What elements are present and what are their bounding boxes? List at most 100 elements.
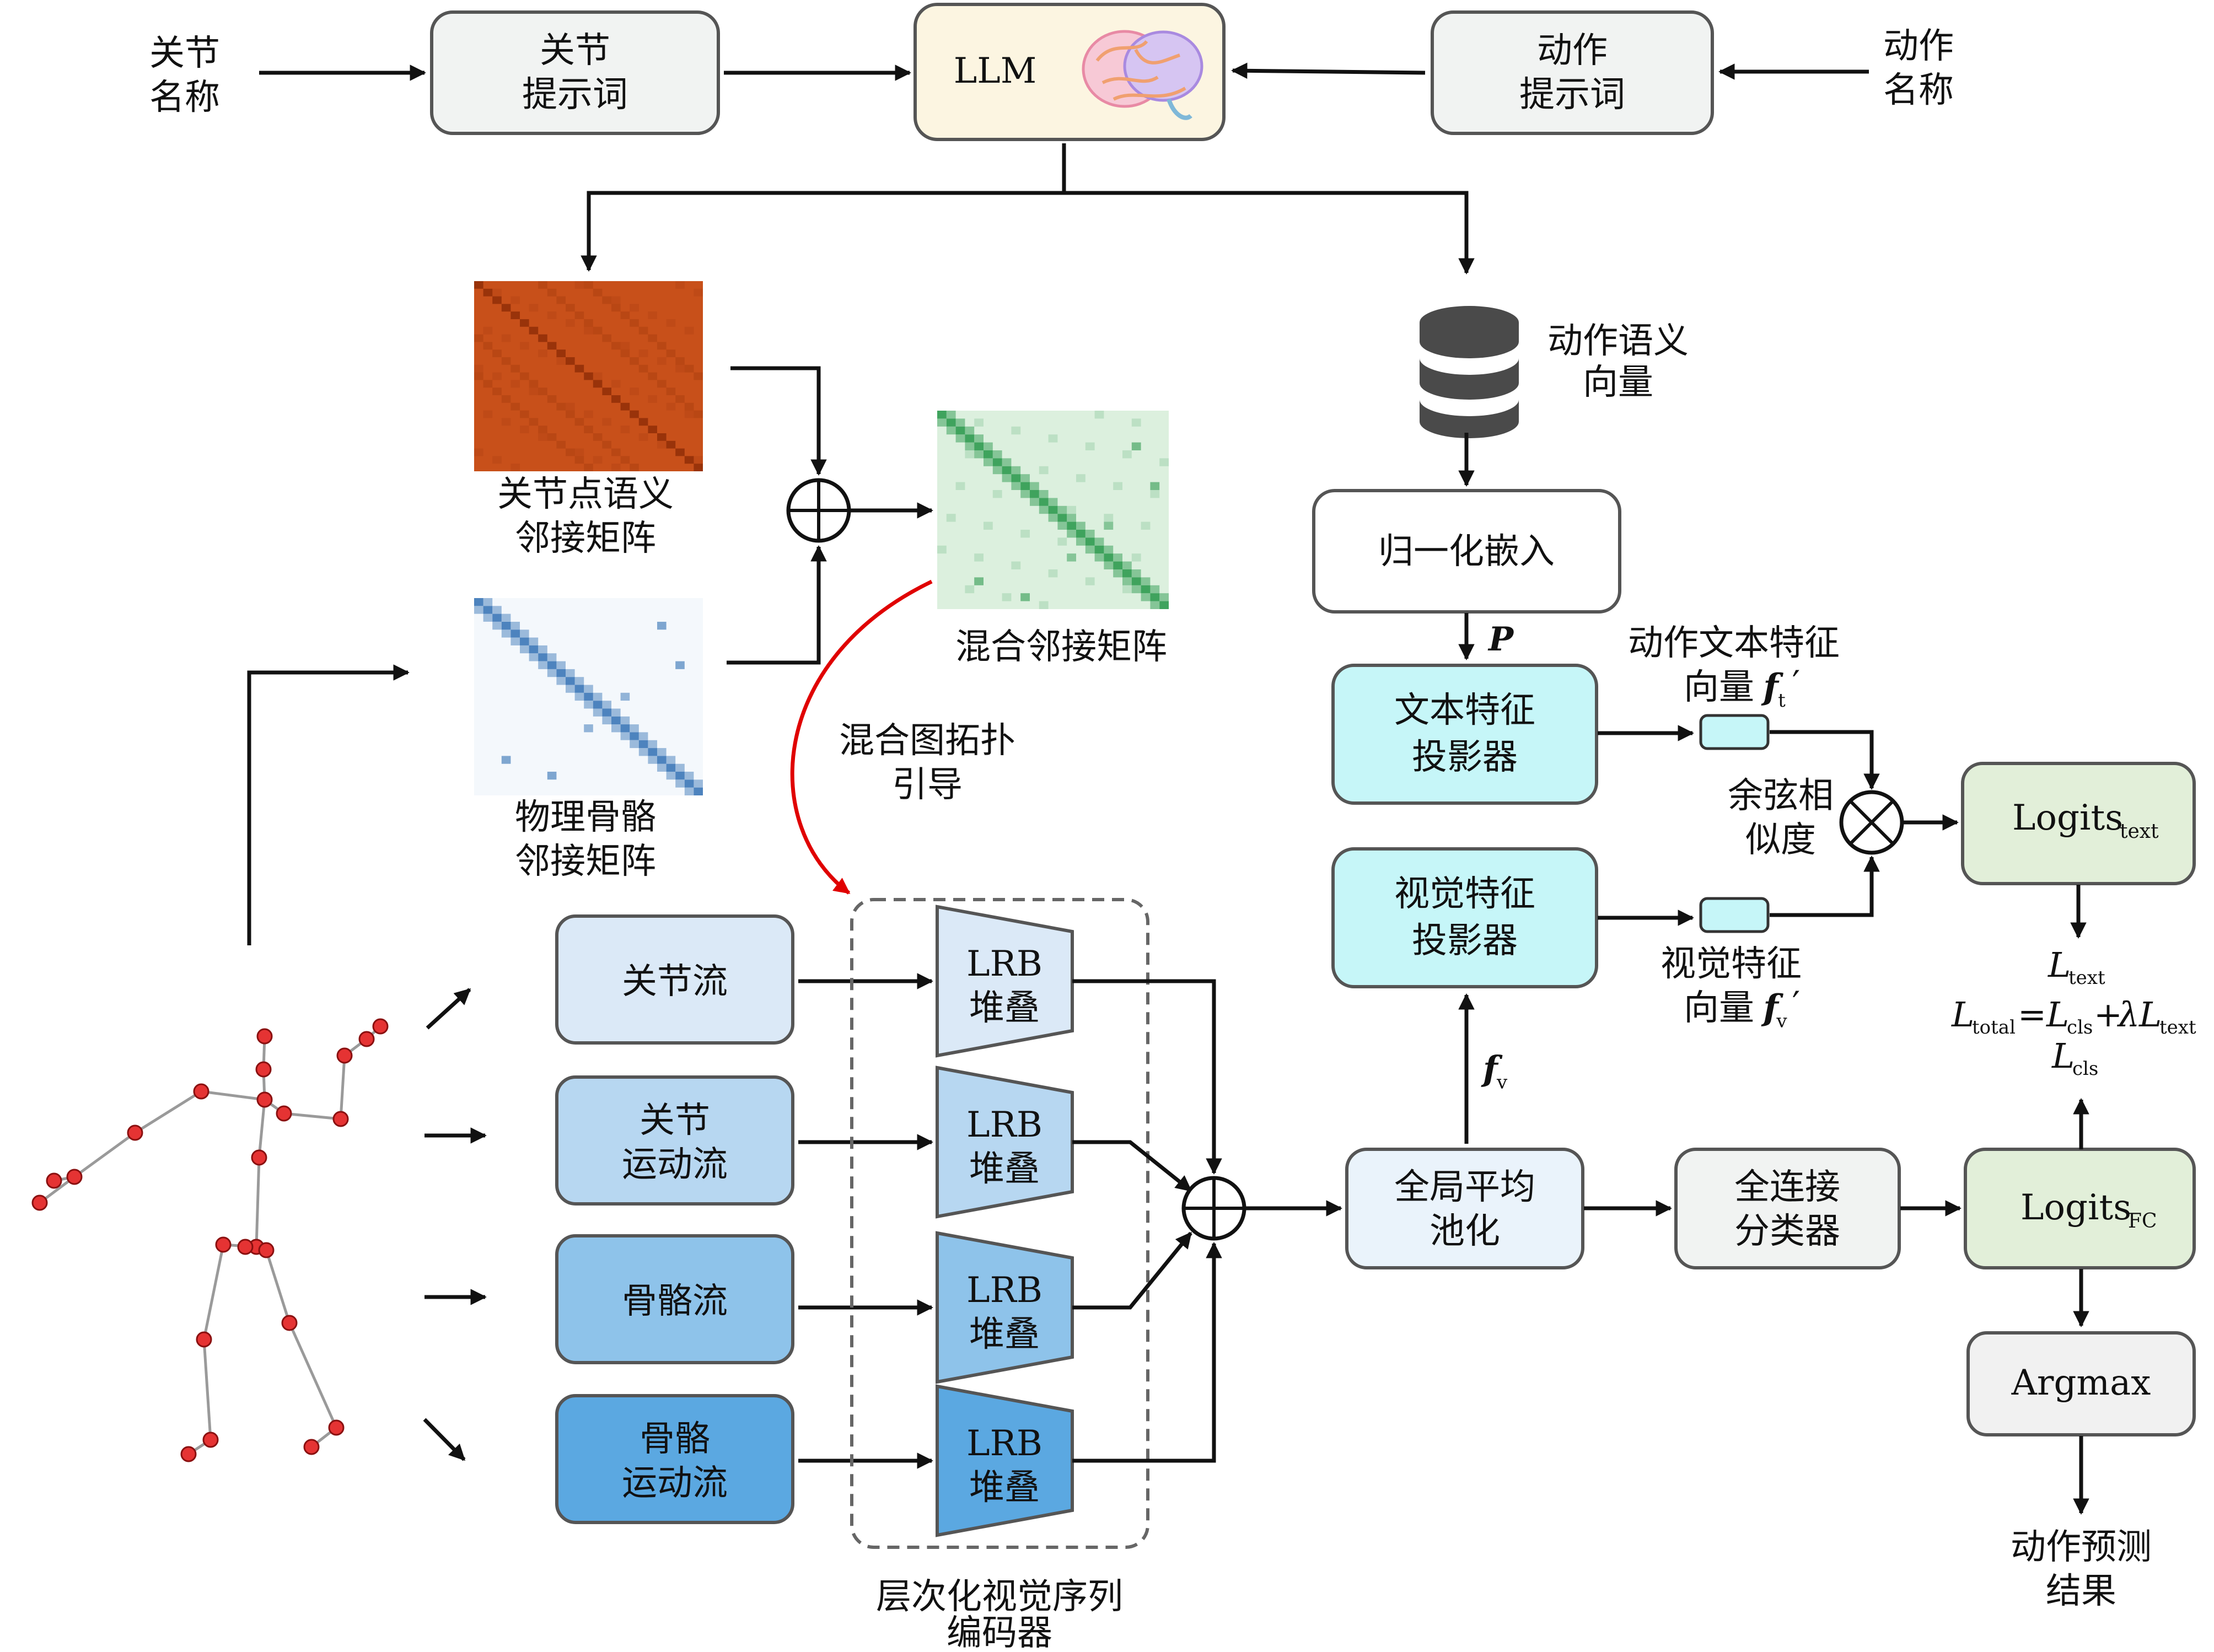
cosine-similarity-label: 余弦相 似度 bbox=[1728, 776, 1834, 860]
logits-fc-label: Logits FC bbox=[2020, 1187, 2157, 1233]
fc-classifier-box bbox=[1674, 1148, 1901, 1269]
svg-text:动作: 动作 bbox=[1883, 26, 1954, 67]
svg-text:全局平均: 全局平均 bbox=[1394, 1167, 1535, 1208]
arrow-llm-to-semantic-vector bbox=[1064, 191, 1475, 275]
stream-box bbox=[555, 914, 794, 1045]
loss-formulas: L text L total = L cls + λ L text L cls bbox=[1951, 945, 2196, 1080]
semantic-matrix-heatmap bbox=[474, 281, 703, 471]
encoder-frame bbox=[850, 898, 1149, 1549]
svg-text:邻接矩阵: 邻接矩阵 bbox=[515, 841, 656, 882]
stream-label: 骨骼 bbox=[640, 1419, 710, 1460]
text-projector-box bbox=[1331, 664, 1598, 805]
svg-text:动作预测: 动作预测 bbox=[2011, 1527, 2152, 1568]
svg-text:引导: 引导 bbox=[892, 765, 963, 805]
arrow-skeleton-to-bone-motion bbox=[423, 1418, 466, 1461]
p-matrix-label: P bbox=[1487, 620, 1514, 659]
matrix-sum-icon bbox=[786, 478, 851, 543]
lrb-trapezoid bbox=[936, 905, 1074, 1058]
svg-text:v: v bbox=[1496, 1072, 1508, 1094]
svg-text:提示词: 提示词 bbox=[1519, 74, 1625, 115]
svg-text:动作: 动作 bbox=[1537, 30, 1608, 71]
fv-label: f v bbox=[1481, 1048, 1508, 1094]
joint-prompt-label: 关节 提示词 bbox=[522, 30, 628, 115]
svg-text:向量: 向量 bbox=[1684, 667, 1754, 708]
lrb-trapezoid bbox=[936, 1231, 1074, 1384]
svg-text:关节: 关节 bbox=[149, 33, 220, 74]
svg-text:L: L bbox=[1951, 994, 1974, 1035]
arrow-lrb2-to-sum bbox=[1072, 1140, 1192, 1192]
mixed-matrix-heatmap bbox=[937, 411, 1169, 609]
arrow-llm-to-semantic-matrix bbox=[581, 143, 1066, 272]
lrb-sublabel: 堆叠 bbox=[969, 988, 1040, 1029]
svg-text:向量: 向量 bbox=[1684, 988, 1754, 1029]
arrow-visual-feat-to-cos bbox=[1770, 855, 1880, 917]
arrow-action-prompt-to-llm bbox=[1231, 62, 1426, 79]
stream-label: 骨骼流 bbox=[622, 1281, 728, 1322]
svg-text:余弦相: 余弦相 bbox=[1728, 776, 1834, 816]
svg-text:物理骨骼: 物理骨骼 bbox=[515, 797, 656, 838]
lrb-sublabel: 堆叠 bbox=[969, 1149, 1040, 1190]
svg-text:邻接矩阵: 邻接矩阵 bbox=[515, 518, 656, 559]
visual-projector-label: 视觉特征 投影器 bbox=[1394, 874, 1535, 961]
stream-label: 运动流 bbox=[622, 1463, 728, 1504]
svg-text:total: total bbox=[1972, 1016, 2016, 1038]
arrow-skeleton-to-physical bbox=[247, 664, 410, 945]
svg-text:text: text bbox=[2120, 820, 2159, 843]
arrow-lrb1-to-sum bbox=[1072, 979, 1222, 1175]
svg-text:动作语义: 动作语义 bbox=[1547, 321, 1689, 362]
arrow-skeleton-to-joint-stream bbox=[426, 988, 471, 1030]
svg-text:L: L bbox=[2048, 945, 2071, 985]
semantic-vector-label: 动作语义 向量 bbox=[1547, 321, 1689, 403]
physical-matrix-label: 物理骨骼 邻接矩阵 bbox=[515, 797, 656, 882]
svg-text:L: L bbox=[2046, 994, 2069, 1035]
arrow-lrb3-to-sum bbox=[1072, 1231, 1192, 1310]
text-feature-vector bbox=[1699, 714, 1770, 750]
lrb-trapezoid bbox=[936, 1384, 1074, 1537]
global-avg-pool-label: 全局平均 池化 bbox=[1394, 1167, 1535, 1252]
svg-text:动作文本特征: 动作文本特征 bbox=[1628, 623, 1840, 664]
stream-label: 关节 bbox=[640, 1100, 710, 1141]
svg-text:′: ′ bbox=[1792, 984, 1801, 1025]
text-projector-label: 文本特征 投影器 bbox=[1394, 690, 1535, 778]
svg-text:分类器: 分类器 bbox=[1734, 1211, 1840, 1252]
arrow-text-feat-to-cos bbox=[1770, 730, 1880, 790]
svg-text:cls: cls bbox=[2072, 1058, 2098, 1080]
svg-text:投影器: 投影器 bbox=[1412, 921, 1518, 961]
argmax-label: Argmax bbox=[2011, 1363, 2151, 1403]
lrb-label: LRB bbox=[966, 1423, 1042, 1464]
stream-box bbox=[555, 1075, 794, 1206]
joint-name-input: 关节 名称 bbox=[149, 33, 220, 118]
svg-text:层次化视觉序列: 层次化视觉序列 bbox=[876, 1576, 1123, 1617]
arrow-physical-to-sum bbox=[727, 545, 827, 665]
stream-box bbox=[555, 1234, 794, 1364]
stream-3: 骨骼流 bbox=[555, 1234, 933, 1364]
mixed-matrix-label: 混合邻接矩阵 bbox=[955, 627, 1167, 668]
action-prompt-label: 动作 提示词 bbox=[1519, 30, 1625, 115]
svg-text:结果: 结果 bbox=[2046, 1571, 2116, 1612]
semantic-matrix-label: 关节点语义 邻接矩阵 bbox=[497, 474, 674, 559]
lrb-sublabel: 堆叠 bbox=[969, 1314, 1040, 1355]
joint-prompt-box bbox=[430, 10, 720, 135]
visual-feature-label: 视觉特征 向量 f v ′ bbox=[1660, 944, 1802, 1032]
physical-matrix-heatmap bbox=[474, 598, 703, 795]
text-feature-label: 动作文本特征 向量 f t ′ bbox=[1628, 623, 1840, 712]
stream-1: 关节流 bbox=[555, 914, 933, 1045]
svg-text:λ: λ bbox=[2116, 994, 2140, 1035]
svg-text:混合图拓扑: 混合图拓扑 bbox=[839, 720, 1015, 761]
svg-text:Logits: Logits bbox=[2012, 798, 2123, 838]
svg-text:名称: 名称 bbox=[149, 77, 220, 118]
stream-sum-icon bbox=[1181, 1176, 1246, 1241]
svg-text:视觉特征: 视觉特征 bbox=[1394, 874, 1535, 914]
svg-text:v: v bbox=[1776, 1010, 1787, 1032]
lrb-label: LRB bbox=[966, 944, 1042, 984]
fc-classifier-label: 全连接 分类器 bbox=[1734, 1167, 1840, 1252]
svg-text:向量: 向量 bbox=[1583, 362, 1653, 403]
